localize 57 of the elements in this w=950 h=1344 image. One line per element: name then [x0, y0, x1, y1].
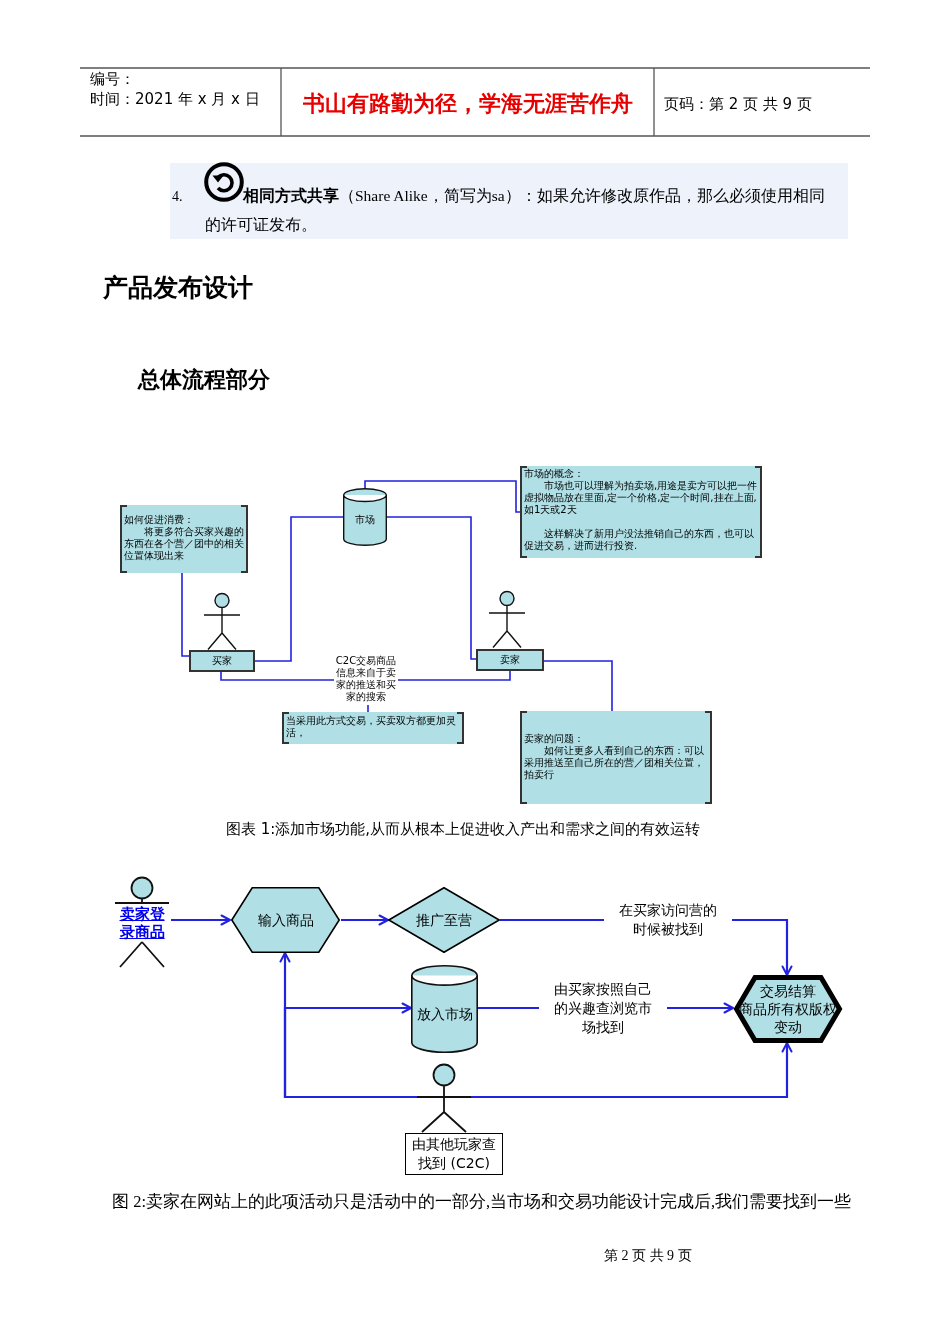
decision-diamond [388, 887, 500, 953]
connector-line [364, 480, 521, 513]
figure-caption: 图表 1:添加市场功能,从而从根本上促进收入产出和需求之间的有效运转 [226, 819, 701, 839]
note-box [520, 466, 762, 558]
connector-line [220, 671, 335, 681]
page-heading: 产品发布设计 [103, 273, 253, 303]
process-label: 交易结算 [760, 982, 816, 1000]
actor-caption: 由其他玩家查找到 (C2C) [411, 1135, 497, 1173]
page-number-text: 页码：第 2 页 共 9 页 [664, 95, 812, 113]
connector-line [181, 572, 190, 657]
process-hexagon [230, 887, 341, 953]
edge-label: 在买家访问营的时候被找到 [604, 901, 732, 939]
connector-line [254, 516, 344, 662]
note-heading: 当采用此方式交易，买卖双方都更加灵活， [286, 715, 457, 739]
field-label: 编号： [90, 70, 135, 88]
list-number: 4. [172, 188, 183, 206]
page-footer: 第 2 页 共 9 页 [604, 1247, 692, 1265]
note-text: 将更多符合买家兴趣的东西在各个营／团中的相关位置体现出来 [124, 526, 245, 562]
arrow [341, 914, 389, 926]
connector-line [386, 516, 477, 660]
note-box [282, 712, 464, 744]
arrow [283, 1002, 417, 1099]
note-text: 市场也可以理解为拍卖场,用途是卖方可以把一件虚拟物品放在里面,定一个价格,定一个时间,挂在上面,如1天或2天 [524, 480, 759, 516]
motto-text: 书山有路勤为径，学海无涯苦作舟 [301, 90, 634, 118]
database-cylinder [343, 488, 387, 546]
note-text: 这样解决了新用户没法推销自己的东西，也可以促进交易，进而进行投资. [524, 528, 755, 552]
actor-label: 卖家登录商品 [118, 904, 166, 942]
arrow [171, 914, 231, 926]
note-heading: 市场的概念： [524, 468, 585, 480]
outlined-box [405, 1133, 503, 1175]
actor-figure [113, 876, 171, 968]
role-box [476, 649, 544, 671]
connector-line [543, 660, 613, 712]
decision-label: 推广至营 [416, 911, 472, 929]
note-box [120, 505, 248, 573]
cylinder-label: 放入市场 [416, 1004, 473, 1023]
process-hexagon [733, 975, 843, 1043]
arrow [471, 1042, 793, 1099]
role-label: 卖家 [500, 654, 520, 666]
note-heading: 如何促进消费： [124, 514, 195, 526]
figure-caption: 图 2:卖家在网站上的此项活动只是活动中的一部分,当市场和交易功能设计完成后,我们需要找到一些 [112, 1191, 852, 1213]
connector-line [367, 704, 369, 713]
database-cylinder [411, 965, 478, 1053]
date-text: 时间：2021 年 x 月 x 日 [90, 90, 260, 108]
connector-line [397, 670, 511, 681]
note-text: 如何让更多人看到自己的东西：可以采用推送至自己所在的营／团相关位置，拍卖行 [524, 745, 705, 781]
stick-figure [417, 1063, 471, 1133]
body-paragraph: 相同方式共享（Share Alike，简写为sa）：如果允许修改原作品，那么必须使用相同的许可证发布。 [205, 186, 826, 235]
edge-label: 由买家按照自己的兴趣查浏览市场找到 [539, 979, 667, 1037]
note-box [520, 711, 712, 804]
cylinder-label: 市场 [355, 513, 375, 528]
annotation-text: C2C交易商品信息来自于卖家的推送和买家的搜索 [334, 655, 398, 705]
note-heading: 卖家的问题： [524, 733, 585, 745]
section-subheading: 总体流程部分 [138, 366, 270, 394]
process-label: 输入商品 [257, 911, 314, 929]
role-box [189, 650, 255, 672]
role-label: 买家 [212, 655, 232, 667]
